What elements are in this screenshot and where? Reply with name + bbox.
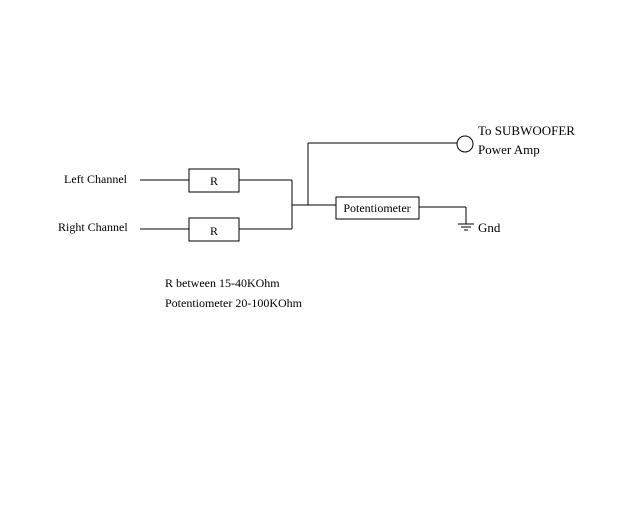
note-resistor-range: R between 15-40KOhm <box>165 276 280 290</box>
right-channel-label: Right Channel <box>58 220 128 234</box>
resistor-bottom-label: R <box>210 224 218 238</box>
output-label-line1: To SUBWOOFER <box>478 123 575 138</box>
left-channel-label: Left Channel <box>64 172 128 186</box>
potentiometer <box>335 196 420 220</box>
potentiometer-label: Potentiometer <box>343 201 410 215</box>
resistor-top-label: R <box>210 174 218 188</box>
ground-icon <box>458 223 474 231</box>
output-label-line2: Power Amp <box>478 142 540 157</box>
output-terminal-icon <box>456 135 474 153</box>
ground-label: Gnd <box>478 220 501 235</box>
note-potentiometer-range: Potentiometer 20-100KOhm <box>165 296 303 310</box>
